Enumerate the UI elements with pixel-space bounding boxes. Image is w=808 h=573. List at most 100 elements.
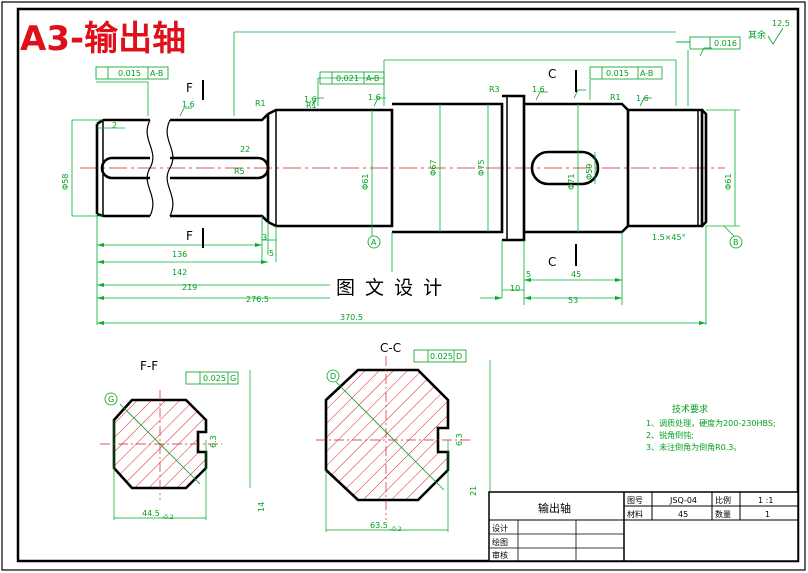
watermark: 图 文 设 计: [336, 277, 444, 299]
watermark-bg: [330, 272, 480, 300]
dim-chamfer: 2: [112, 121, 117, 130]
dim-r1c: R1: [610, 93, 621, 102]
roughness-mark: [573, 89, 586, 99]
section-mark-f-bottom: F: [186, 229, 193, 243]
dim-r1a: R1: [255, 99, 266, 108]
svg-text:0.025: 0.025: [430, 352, 453, 361]
title-block: 输出轴 图号 JSQ-04 比例 1 :1 材料 45 数量 1 设计 绘图 审…: [488, 491, 799, 562]
break-line-right: [166, 119, 174, 217]
dia-59: Φ59: [585, 164, 594, 180]
tolerance-frames: 0.015 A-B 0.021 A-B 0.015 A-B 0.016: [95, 36, 741, 85]
svg-text:A-B: A-B: [640, 69, 653, 78]
dia-67: Φ67: [429, 160, 438, 176]
svg-text:1.6: 1.6: [182, 100, 195, 109]
svg-text:0.015: 0.015: [118, 69, 141, 78]
runout-frame-mid: 0.021 A-B: [319, 71, 385, 85]
tech-requirements: 技术要求 1、调质处理，硬度为200-230HBS; 2、锐角倒钝; 3、未注倒…: [646, 403, 776, 452]
svg-text:审核: 审核: [492, 550, 508, 560]
section-ff-title: F-F: [140, 359, 158, 373]
quantity: 1: [765, 510, 770, 519]
cc-height: 21: [469, 486, 478, 496]
section-mark-c-top: C: [548, 67, 556, 81]
dimension-arrows: [97, 243, 706, 325]
dia-61a: Φ61: [361, 174, 370, 190]
ff-key: 6.3: [209, 435, 218, 448]
dia-58: Φ58: [61, 174, 70, 190]
dim-10: 10: [510, 284, 520, 293]
dim-142: 142: [172, 268, 187, 277]
svg-text:1.6: 1.6: [304, 95, 317, 104]
dim-370-5: 370.5: [340, 313, 363, 322]
svg-text:1.6: 1.6: [532, 85, 545, 94]
sym-frame-cc: 0.025 D: [413, 349, 467, 363]
svg-text:0.016: 0.016: [714, 39, 737, 48]
dim-276-5: 276.5: [246, 295, 269, 304]
dim-key-r: R5: [234, 167, 245, 176]
roughness-mark: 1.6: [368, 93, 386, 107]
tech-item: 3、未注倒角为倒角R0.3。: [646, 442, 741, 452]
dia-75: Φ75: [477, 160, 486, 176]
cc-key: 6.3: [455, 433, 464, 446]
dim-45: 45: [571, 270, 581, 279]
roughness-marks: 1.6 1.6 1.6 1.6 1.6: [179, 47, 712, 117]
svg-text:其余: 其余: [748, 29, 766, 41]
datum-symbols: A B: [367, 235, 743, 249]
section-markers: F F C C: [186, 67, 577, 269]
runout-frame-left: 0.015 A-B: [95, 66, 169, 80]
svg-text:-0.2: -0.2: [162, 514, 174, 521]
svg-text:1.6: 1.6: [636, 94, 649, 103]
datum-a: [367, 235, 381, 249]
section-cc: D 63.5 -0.2 21 6.3 0.025 D: [316, 349, 491, 533]
drawing-number: JSQ-04: [669, 496, 697, 505]
roughness-mark: 1.6: [532, 85, 548, 101]
roughness-mark: 1.6: [636, 94, 652, 107]
dim-136: 136: [172, 250, 187, 259]
svg-text:12.5: 12.5: [772, 19, 790, 28]
dim-r3: R3: [489, 85, 500, 94]
dim-219: 219: [182, 283, 197, 292]
svg-text:-0.2: -0.2: [390, 526, 402, 533]
dim-chamfer-right: 1.5×45°: [652, 233, 686, 242]
section-cc-title: C-C: [380, 341, 401, 355]
runout-frame-right: 0.015 A-B: [589, 66, 663, 80]
dia-61b: Φ61: [724, 174, 733, 190]
inner-border: [16, 7, 800, 563]
dim-5a: 5: [269, 249, 274, 258]
tech-title: 技术要求: [672, 403, 708, 415]
svg-text:G: G: [230, 374, 236, 383]
roughness-mark: [699, 47, 712, 57]
scale: 1 :1: [758, 496, 773, 505]
dimension-texts: 136 142 219 276.5 370.5 3 5 5 10 45 53 2…: [61, 85, 733, 322]
svg-text:A-B: A-B: [150, 69, 163, 78]
roughness-mark: 1.6: [179, 100, 195, 117]
datum-b: [729, 235, 743, 249]
dim-3: 3: [262, 233, 267, 242]
tech-item: 2、锐角倒钝;: [646, 430, 694, 440]
tech-item: 1、调质处理，硬度为200-230HBS;: [646, 418, 776, 428]
svg-text:绘图: 绘图: [492, 537, 508, 547]
dim-53: 53: [568, 296, 578, 305]
shaft-outline: [95, 94, 708, 242]
ff-height: 14: [257, 502, 266, 512]
section-ff: G 44.5 -0.2 14 6.3 0.025 G: [100, 370, 266, 521]
ff-width: 44.5: [142, 509, 160, 518]
svg-text:1.6: 1.6: [368, 93, 381, 102]
roughness-mark: 1.6: [304, 95, 324, 107]
dim-r1b: R1: [306, 101, 317, 110]
svg-text:比例: 比例: [715, 495, 731, 505]
sym-frame-ff: 0.025 G: [185, 371, 239, 385]
cc-width: 63.5: [370, 521, 388, 530]
break-line-left: [146, 119, 154, 217]
svg-text:图号: 图号: [627, 496, 643, 505]
roughness-general-note: 其余 12.5: [748, 19, 790, 45]
svg-text:A-B: A-B: [366, 74, 379, 83]
svg-text:A: A: [371, 238, 377, 247]
svg-text:0.025: 0.025: [203, 374, 226, 383]
svg-text:G: G: [108, 395, 114, 404]
section-mark-f-top: F: [186, 81, 193, 95]
dim-key-width: 22: [240, 145, 250, 154]
dim-5b: 5: [526, 270, 531, 279]
svg-text:D: D: [456, 352, 462, 361]
